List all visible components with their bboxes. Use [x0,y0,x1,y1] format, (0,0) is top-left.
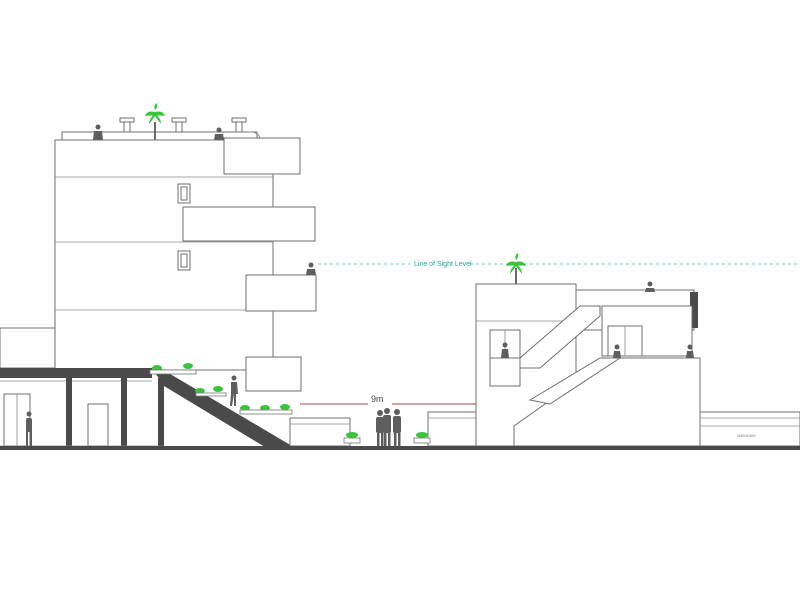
tall-building-body [54,139,274,371]
planter [343,432,361,444]
door [87,403,109,447]
planter [195,386,227,397]
ground-line [0,446,800,450]
tiny-label: UNKNOWN [737,434,756,438]
roof-vent [119,117,247,133]
person [93,124,103,140]
balcony-lower [245,356,302,392]
low-wall [289,417,351,447]
person [376,410,384,446]
balcony-upper [182,206,316,242]
person [26,411,32,446]
balcony-top [223,137,301,175]
planter [413,432,431,444]
sight-level-label: Line of Sight Level [414,261,472,268]
side-wall [699,411,800,447]
planter [149,363,197,375]
roof-slab [0,368,152,378]
person [686,344,694,358]
distance-label: 9m [371,394,384,404]
person [393,409,401,446]
line-of-sight: Line of Sight Level [318,261,800,268]
balcony-middle [245,274,317,312]
person [613,344,621,358]
people-silhouettes [26,124,694,446]
right-building: UNKNOWN [475,283,800,447]
tall-building [54,117,317,392]
palm-plant [145,103,165,140]
palm-plant [506,253,526,284]
person [645,281,655,292]
garden-stair [151,368,477,450]
distance-dimension: 9m [300,394,476,405]
back-wall [0,327,56,369]
plants [145,103,526,444]
person [306,262,316,275]
planter [239,404,293,415]
person [383,408,391,446]
person [501,342,509,358]
person [230,375,238,406]
person [214,127,224,140]
low-wall [427,411,477,447]
